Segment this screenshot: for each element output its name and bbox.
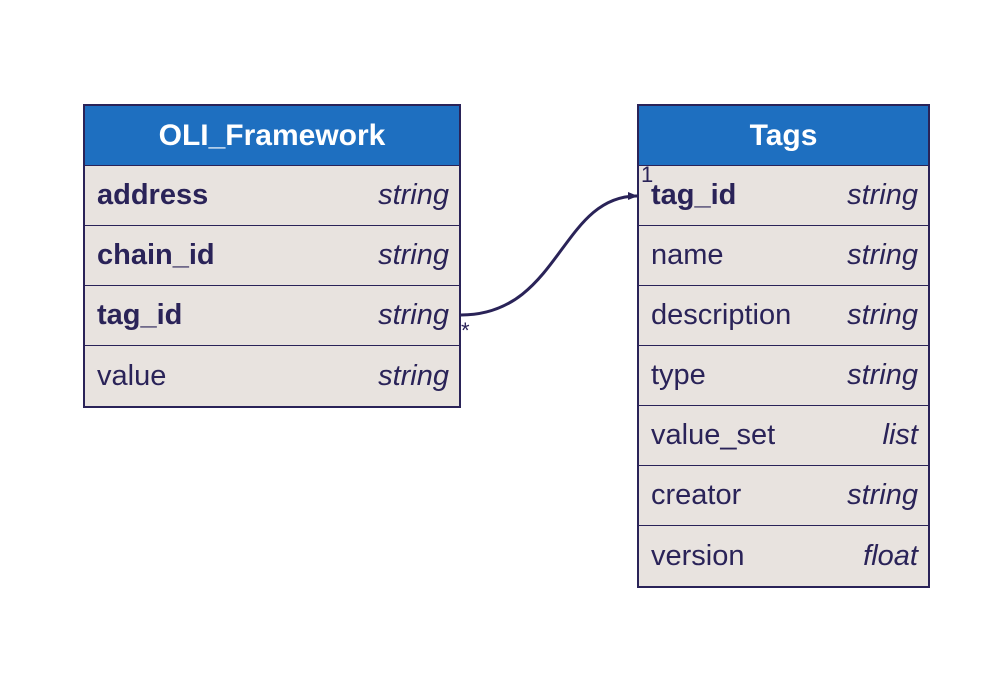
field-row-value[interactable]: value string	[85, 346, 459, 406]
field-row-tag-id[interactable]: tag_id string	[85, 286, 459, 346]
field-type: string	[378, 359, 449, 392]
field-name: value_set	[651, 419, 776, 451]
field-type: string	[847, 239, 918, 271]
field-name: creator	[651, 479, 742, 511]
field-name: tag_id	[651, 179, 737, 211]
field-type: list	[882, 419, 918, 451]
field-name: chain_id	[97, 239, 215, 271]
field-type: string	[378, 179, 449, 211]
field-type: string	[847, 359, 918, 391]
field-row-creator[interactable]: creator string	[639, 466, 928, 526]
field-row-address[interactable]: address string	[85, 166, 459, 226]
field-name: type	[651, 359, 706, 391]
entity-title-oli-framework: OLI_Framework	[85, 106, 459, 166]
field-type: float	[863, 539, 918, 572]
field-name: value	[97, 359, 167, 392]
field-row-chain-id[interactable]: chain_id string	[85, 226, 459, 286]
cardinality-one-label: 1	[641, 162, 654, 187]
field-type: string	[378, 239, 449, 271]
field-row-tag-id[interactable]: tag_id string	[639, 166, 928, 226]
field-name: name	[651, 239, 724, 271]
field-type: string	[378, 299, 449, 331]
field-row-description[interactable]: description string	[639, 286, 928, 346]
field-name: address	[97, 179, 209, 211]
entity-title-tags: Tags	[639, 106, 928, 166]
field-type: string	[847, 479, 918, 511]
field-type: string	[847, 299, 918, 331]
field-type: string	[847, 179, 918, 211]
cardinality-many-label: *	[461, 318, 470, 343]
field-name: description	[651, 299, 792, 331]
field-name: version	[651, 539, 745, 572]
entity-tags[interactable]: Tags tag_id string name string descripti…	[637, 104, 930, 588]
field-row-type[interactable]: type string	[639, 346, 928, 406]
field-row-name[interactable]: name string	[639, 226, 928, 286]
entity-oli-framework[interactable]: OLI_Framework address string chain_id st…	[83, 104, 461, 408]
relationship-connector[interactable]	[460, 192, 638, 317]
field-row-version[interactable]: version float	[639, 526, 928, 586]
field-name: tag_id	[97, 299, 183, 331]
field-row-value-set[interactable]: value_set list	[639, 406, 928, 466]
